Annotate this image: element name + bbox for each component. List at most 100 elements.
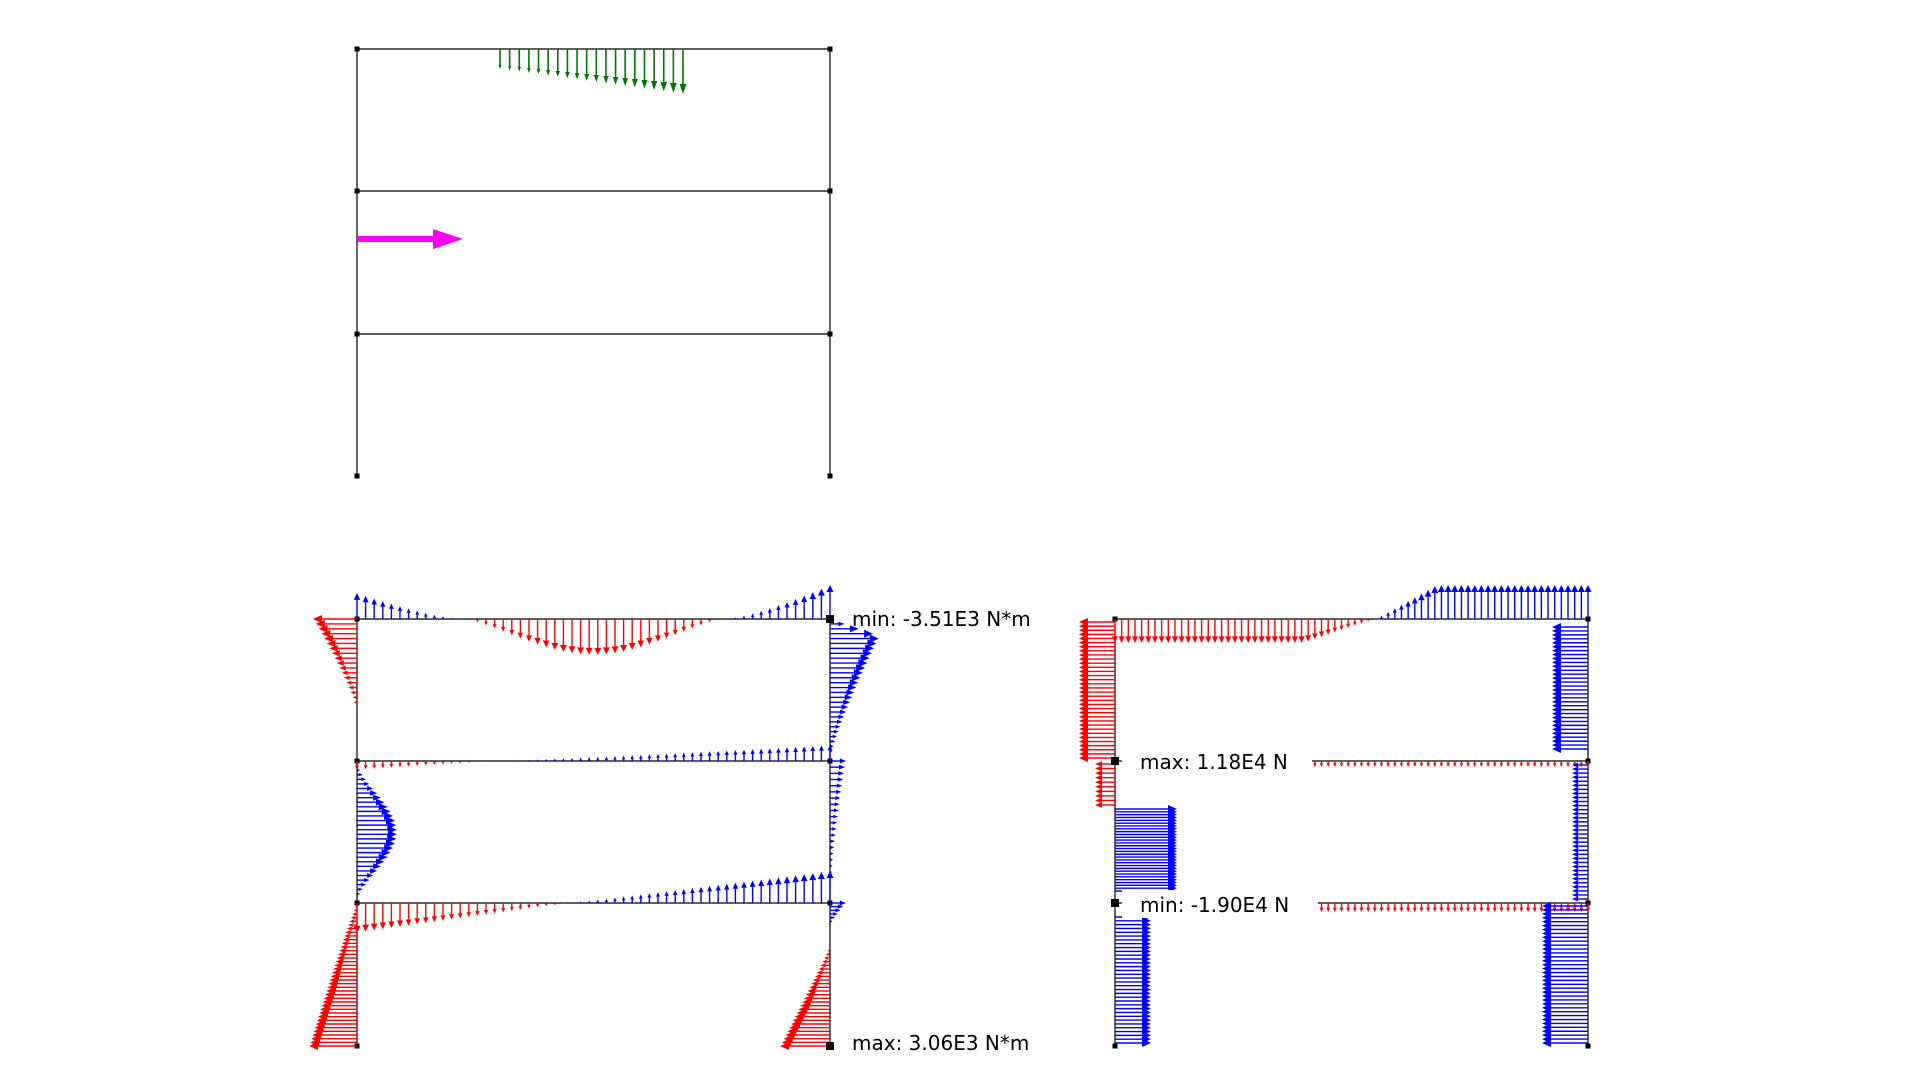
moment-left-column-arrow xyxy=(350,915,357,920)
moment-bottom-beam-arrow xyxy=(826,871,834,903)
axial-top-beam-arrow-head xyxy=(1225,636,1232,643)
moment-top-beam-arrow xyxy=(826,585,834,619)
axial-right-column-arrow-head xyxy=(1572,876,1579,882)
axial-bottom-beam-arrow xyxy=(1526,903,1530,912)
moment-middle-beam-arrow-head xyxy=(716,750,721,756)
axial-left-column-arrow-head xyxy=(1095,770,1102,776)
moment-middle-beam-arrow-head xyxy=(604,756,608,761)
moment-top-beam-arrow-head xyxy=(542,640,550,648)
moment-bottom-beam-arrow xyxy=(741,881,747,903)
moment-left-column-arrow-head xyxy=(370,790,378,796)
distributed-load-arrow xyxy=(622,49,629,87)
axial-bottom-beam-arrow-head xyxy=(1412,907,1417,912)
moment-top-beam-arrow-head xyxy=(699,621,703,626)
moment-middle-beam-arrow xyxy=(664,753,669,761)
moment-bottom-beam-arrow xyxy=(527,903,531,909)
axial-top-beam-arrow xyxy=(1238,619,1245,643)
moment-top-beam-arrow xyxy=(594,619,602,655)
moment-top-beam-arrow-head xyxy=(577,647,585,655)
moment-bottom-beam-arrow xyxy=(698,886,704,903)
distributed-load-arrow xyxy=(574,49,580,80)
moment-top-beam-arrow xyxy=(759,610,764,619)
axial-right-column-arrow-head xyxy=(1572,860,1579,865)
moment-middle-beam-arrow xyxy=(544,759,548,761)
moment-right-column-arrow-head xyxy=(816,970,823,975)
axial-top-beam-arrow-head xyxy=(1551,585,1559,592)
moment-max-label: max: 3.06E3 N*m xyxy=(852,1031,1029,1055)
axial-right-column-arrow xyxy=(1572,843,1588,849)
axial-right-column-arrow xyxy=(1572,778,1588,784)
moment-left-column-arrow xyxy=(357,848,391,857)
moment-left-column-arrow-head xyxy=(384,844,394,852)
moment-left-column-arrow-head xyxy=(385,839,395,848)
moment-right-column-arrow xyxy=(830,669,863,677)
axial-left-column-arrow-head xyxy=(1095,784,1102,790)
moment-left-column-arrow xyxy=(357,834,397,843)
axial-right-column-arrow xyxy=(1572,815,1588,821)
moment-right-column-arrow xyxy=(830,814,838,819)
moment-top-beam-arrow-head xyxy=(424,612,428,617)
moment-bottom-beam-arrow xyxy=(423,903,429,924)
frame-node xyxy=(827,331,833,337)
axial-top-beam-arrow xyxy=(1544,585,1552,619)
moment-top-beam-arrow xyxy=(784,601,790,619)
moment-max-marker xyxy=(826,1042,834,1050)
axial-top-beam-arrow xyxy=(1353,619,1357,626)
moment-top-beam-arrow-head xyxy=(602,647,610,655)
moment-right-column-arrow-head xyxy=(864,629,874,638)
point-load-arrow xyxy=(357,229,463,249)
moment-left-column-arrow xyxy=(336,955,357,961)
moment-bottom-beam-arrow xyxy=(596,899,600,903)
axial-top-beam-arrow xyxy=(1405,600,1411,619)
moment-bottom-beam-arrow xyxy=(690,887,695,903)
moment-left-column-arrow-head xyxy=(336,660,344,666)
axial-top-beam-arrow-head xyxy=(1178,636,1185,643)
axial-left-column-arrow xyxy=(1095,788,1115,795)
axial-left-column-arrow xyxy=(1095,770,1115,776)
moment-middle-beam-arrow-head xyxy=(784,747,790,753)
moment-left-column-arrow xyxy=(329,645,357,652)
axial-bottom-beam-arrow xyxy=(1366,903,1371,912)
moment-right-column-arrow xyxy=(830,649,872,658)
moment-right-column-arrow xyxy=(830,908,841,913)
axial-middle-beam-arrow xyxy=(1519,761,1524,767)
moment-middle-beam-arrow-head xyxy=(690,752,695,757)
moment-left-column-arrow-head xyxy=(349,919,354,924)
axial-top-beam-arrow-head xyxy=(1211,636,1218,643)
moment-right-column-arrow xyxy=(820,963,830,968)
moment-middle-beam-arrow xyxy=(716,750,721,761)
axial-top-beam-arrow-head xyxy=(1118,636,1125,643)
moment-top-beam-arrow-head xyxy=(690,624,695,629)
axial-bottom-beam-arrow-head xyxy=(1332,907,1337,912)
axial-bottom-beam-arrow xyxy=(1332,903,1337,912)
distributed-load-arrow-head xyxy=(536,69,541,75)
axial-top-beam-arrow xyxy=(1125,619,1132,643)
moment-middle-beam-arrow xyxy=(724,750,729,761)
axial-bottom-beam-arrow-head xyxy=(1426,907,1431,912)
moment-right-column-arrow-head xyxy=(849,679,859,687)
moment-middle-beam-arrow-head xyxy=(630,755,634,760)
axial-right-column-arrow-head xyxy=(1572,778,1579,784)
moment-right-column-arrow-head xyxy=(835,796,841,801)
moment-right-column-arrow-head xyxy=(853,669,863,677)
moment-bottom-beam-arrow xyxy=(621,896,626,903)
moment-min-label: min: -3.51E3 N*m xyxy=(852,607,1031,631)
axial-top-beam-arrow-head xyxy=(1131,636,1139,643)
axial-top-beam-arrow-head xyxy=(1491,585,1499,592)
moment-middle-beam-arrow-head xyxy=(681,752,686,757)
moment-top-beam-arrow xyxy=(559,619,567,652)
axial-left-column-arrow-head xyxy=(1095,765,1102,772)
moment-top-beam-arrow xyxy=(734,617,737,619)
moment-top-beam-arrow xyxy=(817,588,825,619)
moment-right-column-arrow xyxy=(830,694,853,701)
axial-top-beam-arrow-head xyxy=(1265,636,1272,643)
axial-top-beam-arrow-head xyxy=(1405,600,1411,607)
moment-top-beam-arrow xyxy=(406,608,411,619)
moment-top-beam-arrow xyxy=(602,619,610,655)
moment-right-column-arrow-head xyxy=(867,639,877,648)
moment-bottom-beam-arrow-head xyxy=(630,895,635,900)
moment-left-column-arrow-head xyxy=(341,670,348,676)
moment-middle-beam-arrow-head xyxy=(424,761,428,766)
moment-bottom-beam-arrow xyxy=(707,885,713,903)
moment-right-column-arrow xyxy=(830,858,834,862)
